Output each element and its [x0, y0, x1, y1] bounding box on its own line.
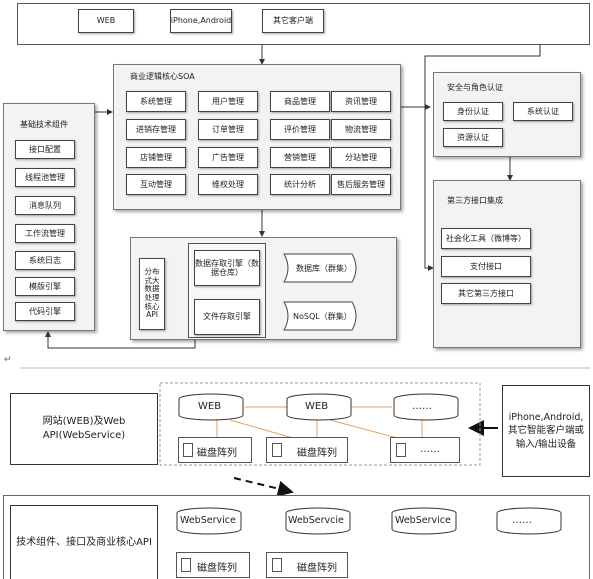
server-cylinder-icon	[178, 393, 244, 421]
soa-module: 互动管理	[126, 174, 186, 195]
paragraph-mark: ↵	[4, 355, 12, 365]
disk-array-label: 磁盘阵列	[297, 448, 337, 459]
server-cylinder-icon	[285, 507, 351, 535]
server-cylinder-icon	[176, 507, 242, 535]
soa-module: 分站管理	[331, 147, 391, 168]
client-web: WEB	[78, 9, 134, 33]
soa-module: 系统管理	[126, 91, 186, 112]
soa-module: 用户管理	[198, 91, 258, 112]
devices-box: iPhone,Android,其它智能客户端或输入/输出设备	[502, 385, 590, 477]
base-components-title: 基础技术组件	[20, 120, 68, 129]
disk-array-label: 磁盘阵列	[197, 563, 237, 574]
row1-server-label: WEB	[198, 401, 222, 412]
row1-server-label: WEB	[305, 401, 329, 412]
row2-server-label: WebService	[395, 515, 451, 526]
security-title: 安全与角色认证	[447, 83, 503, 92]
base-component-item: 线程池管理	[15, 168, 75, 187]
security-item: 身份认证	[443, 102, 503, 121]
base-component-item: 模版引擎	[15, 277, 75, 296]
soa-module: 维权处理	[198, 174, 258, 195]
soa-module: 店铺管理	[126, 147, 186, 168]
server-cylinder-icon	[393, 393, 459, 421]
disk-array-label: 磁盘阵列	[297, 563, 337, 574]
disk-array-icon	[272, 558, 282, 572]
nosql-cluster-label: NoSQL（群集）	[293, 312, 352, 321]
soa-module: 售后服务管理	[331, 174, 391, 195]
server-cylinder-icon	[286, 393, 352, 421]
database-cluster-label: 数据库（群集）	[296, 264, 352, 273]
nosql-cluster-icon	[283, 301, 357, 331]
soa-module: 评价管理	[270, 119, 330, 140]
client-iphone-android: iPhone,Android	[170, 9, 232, 33]
database-cluster-icon	[283, 253, 357, 283]
soa-module: 进销存管理	[126, 119, 186, 140]
soa-module: 广告管理	[198, 147, 258, 168]
soa-module: 订单管理	[198, 119, 258, 140]
disk-array-icon	[181, 558, 191, 572]
disk-array	[266, 437, 348, 463]
third-party-item: 其它第三方接口	[441, 283, 531, 304]
third-party-item: 支付接口	[441, 256, 531, 277]
third-party-title: 第三方接口集成	[447, 196, 503, 205]
disk-array-icon	[396, 443, 406, 457]
row1-server-label: ……	[412, 401, 432, 412]
row2-server-label: WebServcie	[288, 515, 344, 526]
base-component-item: 工作流管理	[15, 224, 75, 243]
row2-server-label: ……	[512, 515, 532, 526]
soa-module: 物流管理	[331, 119, 391, 140]
server-cylinder-icon	[496, 507, 562, 535]
disk-array-label: 磁盘阵列	[197, 448, 237, 459]
security-item: 系统认证	[513, 102, 573, 121]
third-party-item: 社会化工具（微博等）	[441, 228, 531, 249]
disk-array-icon	[272, 443, 282, 457]
disk-array-icon	[183, 443, 193, 457]
base-component-item: 系统日志	[15, 251, 75, 270]
base-components-panel	[3, 103, 95, 331]
core-box: 技术组件、接口及商业核心API	[10, 505, 158, 579]
soa-module: 资讯管理	[331, 91, 391, 112]
server-cylinder-icon	[391, 507, 457, 535]
soa-module: 商品管理	[270, 91, 330, 112]
website-box: 网站(WEB)及Web API(WebService)	[10, 393, 158, 465]
disk-array-label: ……	[420, 444, 440, 455]
distributed-api: 分布式大数据处理核心API	[139, 258, 165, 330]
data-engine: 数据存取引擎（数据仓库）	[194, 250, 260, 286]
base-component-item: 代码引擎	[15, 302, 75, 321]
base-component-item: 消息队列	[15, 196, 75, 215]
file-engine: 文件存取引擎	[194, 299, 260, 335]
client-other: 其它客户端	[262, 9, 324, 33]
security-item: 资源认证	[443, 128, 503, 147]
base-component-item: 接口配置	[15, 140, 75, 159]
row2-server-label: WebService	[180, 515, 236, 526]
soa-module: 统计分析	[270, 174, 330, 195]
soa-module: 营销管理	[270, 147, 330, 168]
disk-array	[178, 437, 252, 463]
soa-title: 商业逻辑核心SOA	[130, 72, 195, 81]
